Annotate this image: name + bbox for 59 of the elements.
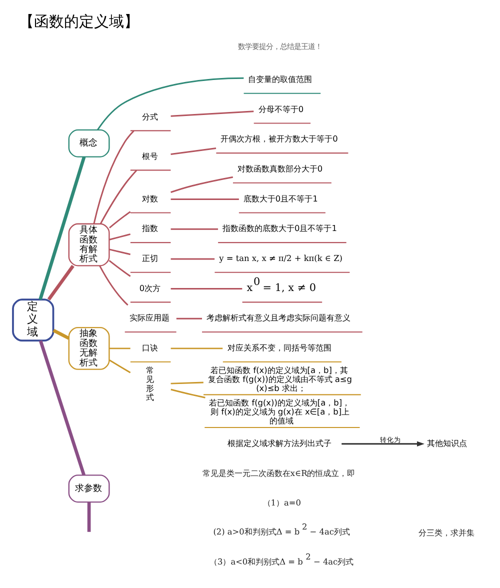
connector <box>170 148 216 155</box>
connector <box>98 265 128 306</box>
connector <box>170 388 205 398</box>
label: 常见是类一元二次函数在x∈R的恒成立，即 <box>202 468 355 478</box>
connector <box>170 382 203 384</box>
node-text: 底数大于0且不等于1 <box>242 193 318 204</box>
node-text: 自变量的取值范围 <box>248 74 312 84</box>
node-text: 对应关系不变，同括号等范围 <box>226 342 331 353</box>
connector <box>170 348 222 350</box>
node-text: 分式 <box>141 111 158 122</box>
node-text: 正切 <box>141 253 158 264</box>
connector <box>52 328 70 340</box>
arrow <box>341 441 424 446</box>
connector <box>170 110 254 117</box>
label: （1）a=0 <box>262 498 300 508</box>
connector <box>38 156 86 300</box>
connector <box>96 77 244 130</box>
connector <box>108 360 130 374</box>
node-text: 若已知函数 f(x)的定义域为[a，b]，其复合函数 f(g(x))的定义域由不等式 a≤g(x)≤b 求出； <box>207 364 352 393</box>
connector <box>99 170 137 224</box>
connector <box>92 130 134 224</box>
node-text: 指数 <box>141 223 158 234</box>
node-text: y = tan x, x ≠ π/2 + kπ(k ∈ Z) <box>218 253 342 264</box>
diagram-title: 【函数的定义域】 <box>18 12 138 30</box>
connector <box>46 264 74 300</box>
connector <box>170 176 233 193</box>
node-text: 对数函数真数部分大于0 <box>236 164 322 174</box>
connector <box>176 318 202 320</box>
node-text: 开偶次方根，被开方数大于等于0 <box>220 134 338 144</box>
node-text: 指数函数的底数大于0且不等于1 <box>222 223 336 234</box>
connector <box>86 502 90 532</box>
connector <box>170 288 242 290</box>
node-text: 常见形式 <box>146 364 154 402</box>
connector <box>38 340 86 476</box>
node-box: 抽象函数无解析式 <box>68 326 110 370</box>
node-text: 若已知函数 f(g(x))的定义域为[a，b]，则 f(x)的定义域为 g(x)在 x∈[a，b]上的值域 <box>208 398 350 426</box>
node-box: 定义域 <box>12 298 54 342</box>
node-text: 其他知识点 <box>426 438 466 448</box>
connector <box>170 198 238 200</box>
node-text: 对数 <box>141 193 158 204</box>
node-box: 求参数 <box>68 474 110 503</box>
connector <box>108 233 130 240</box>
node-text: 口诀 <box>141 342 158 353</box>
connector <box>170 258 214 260</box>
node-text: 0次方 <box>138 282 160 293</box>
node-text: 考虑解析式有意义且考虑实际问题有意义 <box>206 312 350 323</box>
node-text: 实际应用题 <box>128 312 169 323</box>
connector <box>108 248 130 256</box>
node-box: 具体函数有解析式 <box>68 223 110 266</box>
connector <box>108 260 130 277</box>
connector <box>108 348 130 350</box>
connector <box>108 211 130 228</box>
label: 分三类，求并集 <box>418 527 474 538</box>
node-text: 根据定义域求解方法列出式子 <box>226 438 331 448</box>
label: 数学要提分，总结是王道！ <box>238 42 322 52</box>
node-text: 分母不等于0 <box>258 104 304 114</box>
connector <box>170 228 218 230</box>
node-text: 根号 <box>141 150 158 161</box>
node-box: 概念 <box>68 129 110 158</box>
